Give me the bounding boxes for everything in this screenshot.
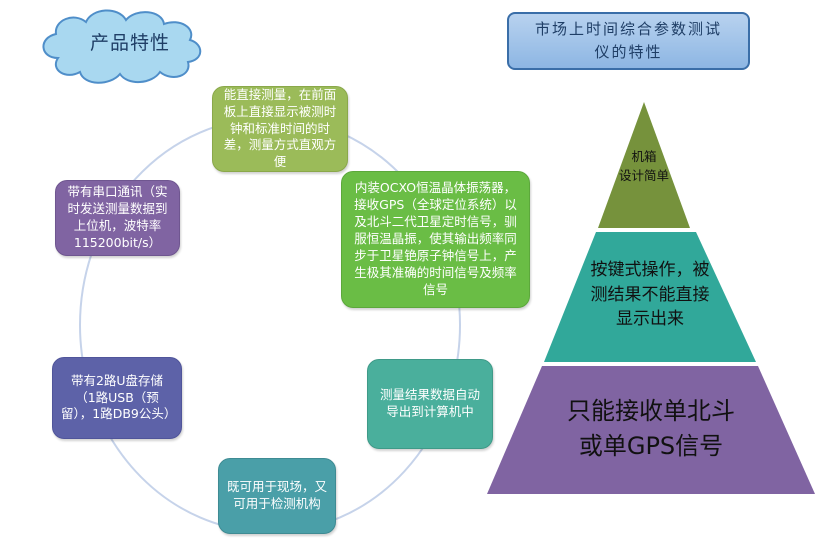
- pyramid-tier-top: [598, 102, 690, 228]
- feature-box-right-lower: 测量结果数据自动导出到计算机中: [367, 359, 493, 449]
- pyramid-text-bottom: 只能接收单北斗 或单GPS信号: [567, 397, 735, 460]
- feature-text-right-upper: 内装OCXO恒温晶体振荡器，接收GPS（全球定位系统）以及北斗二代卫星定时信号，…: [354, 180, 517, 297]
- feature-text-left-upper: 带有串口通讯（实时发送测量数据到上位机，波特率115200bit/s）: [67, 184, 168, 250]
- pyramid-text-top: 机箱 设计简单: [618, 149, 669, 183]
- feature-box-right-upper: 内装OCXO恒温晶体振荡器，接收GPS（全球定位系统）以及北斗二代卫星定时信号，…: [341, 171, 530, 308]
- feature-text-left-lower: 带有2路U盘存储（1路USB（预留），1路DB9公头）: [61, 372, 177, 422]
- title-line-1: 市场上时间综合参数测试: [534, 19, 722, 38]
- feature-text-top: 能直接测量，在前面板上直接显示被测时钟和标准时间的时差，测量方式直观方便: [223, 86, 337, 170]
- pyramid-tier-bottom: [487, 366, 815, 494]
- cloud-shape: [42, 9, 202, 84]
- feature-box-top: 能直接测量，在前面板上直接显示被测时钟和标准时间的时差，测量方式直观方便: [212, 86, 348, 172]
- feature-text-right-lower: 测量结果数据自动导出到计算机中: [379, 387, 480, 419]
- title-box: 市场上时间综合参数测试 仪的特性: [507, 12, 750, 70]
- feature-box-left-lower: 带有2路U盘存储（1路USB（预留），1路DB9公头）: [52, 357, 182, 439]
- feature-text-bottom: 既可用于现场，又可用于检测机构: [227, 479, 328, 511]
- pyramid-tier-middle: [544, 232, 756, 362]
- feature-box-left-upper: 带有串口通讯（实时发送测量数据到上位机，波特率115200bit/s）: [55, 180, 180, 256]
- cloud-label: 产品特性: [89, 32, 170, 54]
- pyramid-text-middle: 按键式操作，被 测结果不能直接 显示出来: [590, 260, 710, 330]
- feature-box-bottom: 既可用于现场，又可用于检测机构: [218, 458, 336, 534]
- title-line-2: 仪的特性: [594, 43, 663, 61]
